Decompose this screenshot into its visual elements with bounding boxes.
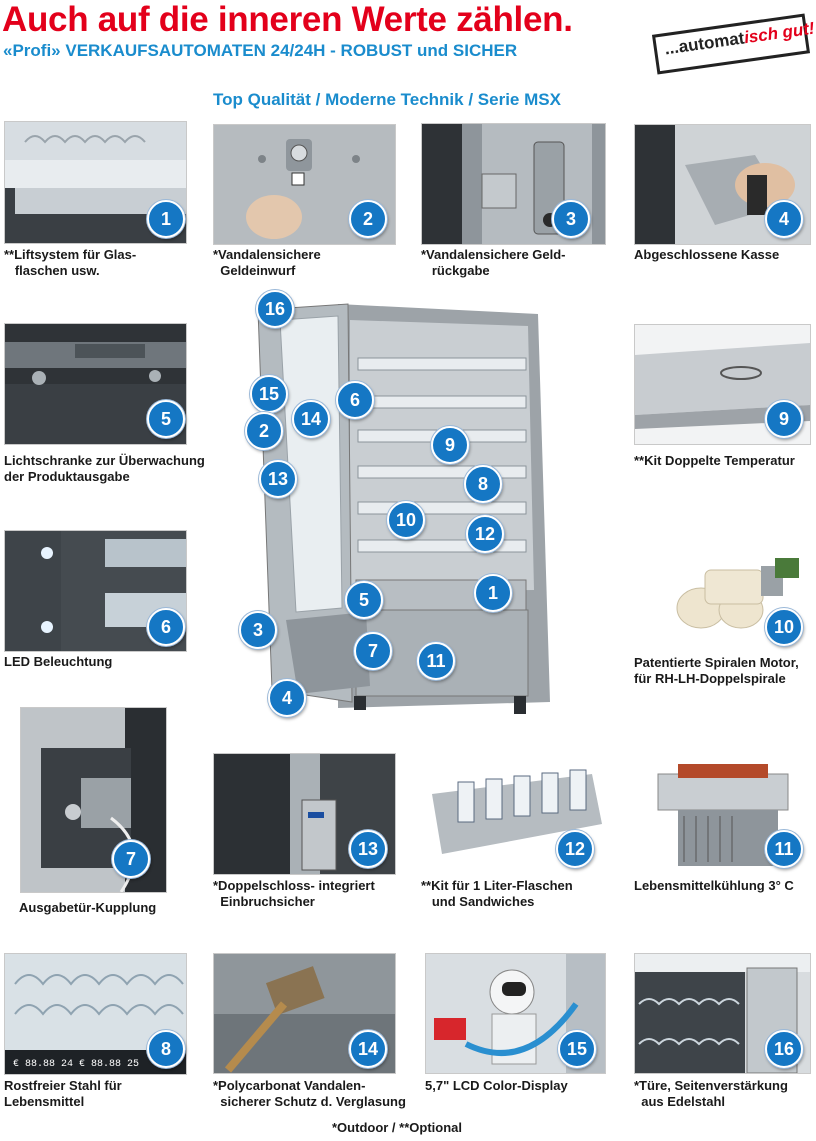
feature-number-badge: 14 [349, 1030, 387, 1068]
brand-logo: ...automatisch gut! [650, 13, 816, 75]
photo-cash-box [634, 124, 811, 245]
feature-number-badge: 3 [552, 200, 590, 238]
photo-light-barrier [4, 323, 187, 445]
photo-led-lighting [4, 530, 187, 652]
feature-number-badge: 2 [349, 200, 387, 238]
page-title: Auch auf die inneren Werte zählen. [2, 0, 573, 39]
machine-callout-badge: 5 [345, 581, 383, 619]
machine-callout-badge: 12 [466, 515, 504, 553]
photo-door-coupling [20, 707, 167, 893]
machine-callout-badge: 9 [431, 426, 469, 464]
series-tagline: Top Qualität / Moderne Technik / Serie M… [213, 90, 561, 109]
feature-number-badge: 15 [558, 1030, 596, 1068]
feature-caption: *Polycarbonat Vandalen- sicherer Schutz … [213, 1078, 406, 1109]
feature-caption: *Doppelschloss- integriert Einbruchsiche… [213, 878, 375, 909]
feature-number-badge: 6 [147, 608, 185, 646]
machine-callout-badge: 3 [239, 611, 277, 649]
svg-text:€ 88.88 24 € 88.88 25: € 88.88 24 € 88.88 25 [13, 1059, 139, 1070]
feature-caption: Abgeschlossene Kasse [634, 247, 780, 262]
feature-caption: *Türe, Seitenverstärkung aus Edelstahl [634, 1078, 788, 1109]
machine-callout-badge: 8 [464, 465, 502, 503]
feature-caption: Lebensmittelkühlung 3° C [634, 878, 794, 893]
page-subtitle: «Profi» VERKAUFSAUTOMATEN 24/24H - ROBUS… [3, 41, 518, 60]
photo-stainless-spirals: € 88.88 24 € 88.88 25 [4, 953, 187, 1075]
feature-number-badge: 4 [765, 200, 803, 238]
machine-callout-badge: 1 [474, 574, 512, 612]
feature-caption: *Vandalensichere Geld- rückgabe [421, 247, 566, 278]
feature-caption: *Vandalensichere Geldeinwurf [213, 247, 321, 278]
machine-callout-badge: 13 [259, 460, 297, 498]
machine-callout-badge: 2 [245, 412, 283, 450]
feature-number-badge: 11 [765, 830, 803, 868]
feature-caption: LED Beleuchtung [4, 654, 113, 669]
feature-number-badge: 13 [349, 830, 387, 868]
feature-number-badge: 7 [112, 840, 150, 878]
feature-number-badge: 8 [147, 1030, 185, 1068]
machine-callout-badge: 4 [268, 679, 306, 717]
feature-caption: Patentierte Spiralen Motor, für RH-LH-Do… [634, 655, 799, 686]
machine-callout-badge: 11 [417, 642, 455, 680]
feature-caption: **Liftsystem für Glas- flaschen usw. [4, 247, 137, 278]
feature-number-badge: 10 [765, 608, 803, 646]
machine-callout-badge: 6 [336, 381, 374, 419]
feature-number-badge: 5 [147, 400, 185, 438]
machine-callout-badge: 7 [354, 632, 392, 670]
feature-caption: **Kit Doppelte Temperatur [634, 453, 795, 468]
photo-coin-slot [213, 124, 396, 245]
feature-number-badge: 9 [765, 400, 803, 438]
feature-caption: Rostfreier Stahl für Lebensmittel [4, 1078, 122, 1109]
feature-number-badge: 16 [765, 1030, 803, 1068]
feature-caption: **Kit für 1 Liter-Flaschen und Sandwiche… [421, 878, 573, 909]
feature-caption: 5,7" LCD Color-Display [425, 1078, 568, 1093]
photo-coin-return [421, 123, 606, 245]
footnote: *Outdoor / **Optional [332, 1120, 462, 1135]
machine-callout-badge: 14 [292, 400, 330, 438]
feature-number-badge: 12 [556, 830, 594, 868]
feature-number-badge: 1 [147, 200, 185, 238]
machine-callout-badge: 15 [250, 375, 288, 413]
feature-caption: Ausgabetür-Kupplung [19, 900, 157, 915]
machine-callout-badge: 16 [256, 290, 294, 328]
machine-callout-badge: 10 [387, 501, 425, 539]
feature-caption: Lichtschranke zur Überwachung der Produk… [4, 453, 205, 484]
